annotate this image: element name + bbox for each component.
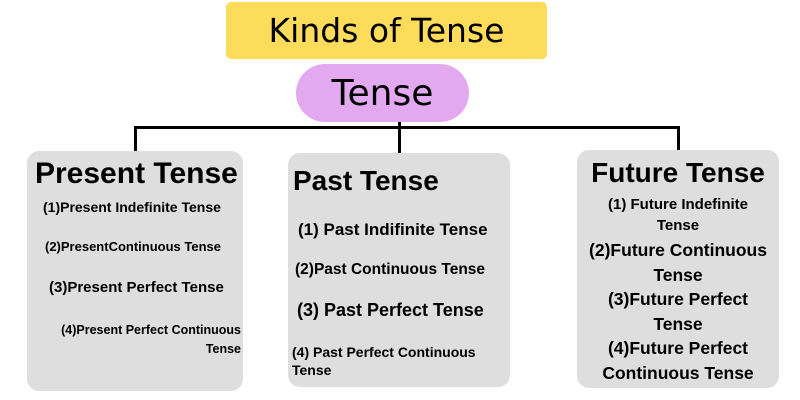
item-past-1: (1) Past Indifinite Tense [298,220,488,239]
branch-title-present: Present Tense [35,157,238,190]
branch-future: Future Tense (1) Future Indefinite Tense… [577,150,779,388]
item-present-1: (1)Present Indefinite Tense [43,199,221,215]
root-node: Tense [296,64,469,122]
item-future-3: (3)Future Perfect Tense [607,289,749,334]
branch-title-future: Future Tense [591,157,765,188]
diagram-title: Kinds of Tense [226,2,547,59]
item-future-2: (2)Future Continuous Tense [589,240,767,285]
connector-past [398,126,401,154]
connector-future [677,126,680,150]
item-present-2: (2)PresentContinuous Tense [45,239,222,254]
branch-title-past: Past Tense [293,165,439,196]
item-past-3: (3) Past Perfect Tense [297,300,484,320]
item-present-3: (3)Present Perfect Tense [49,279,224,296]
item-past-2: (2)Past Continuous Tense [295,261,486,278]
item-future-4: (4)Future Perfect Continuous Tense [602,338,754,383]
connector-horizontal [134,126,680,129]
branch-past: Past Tense (1) Past Indifinite Tense (2)… [288,153,510,387]
connector-present [134,126,137,152]
branch-present: Present Tense (1)Present Indefinite Tens… [27,151,243,391]
item-future-1: (1) Future Indefinite Tense [608,196,748,235]
connector-root-stem [398,122,401,128]
item-present-4: (4)Present Perfect Continuous Tense [61,323,241,357]
item-past-4: (4) Past Perfect Continuous Tense [292,344,476,379]
